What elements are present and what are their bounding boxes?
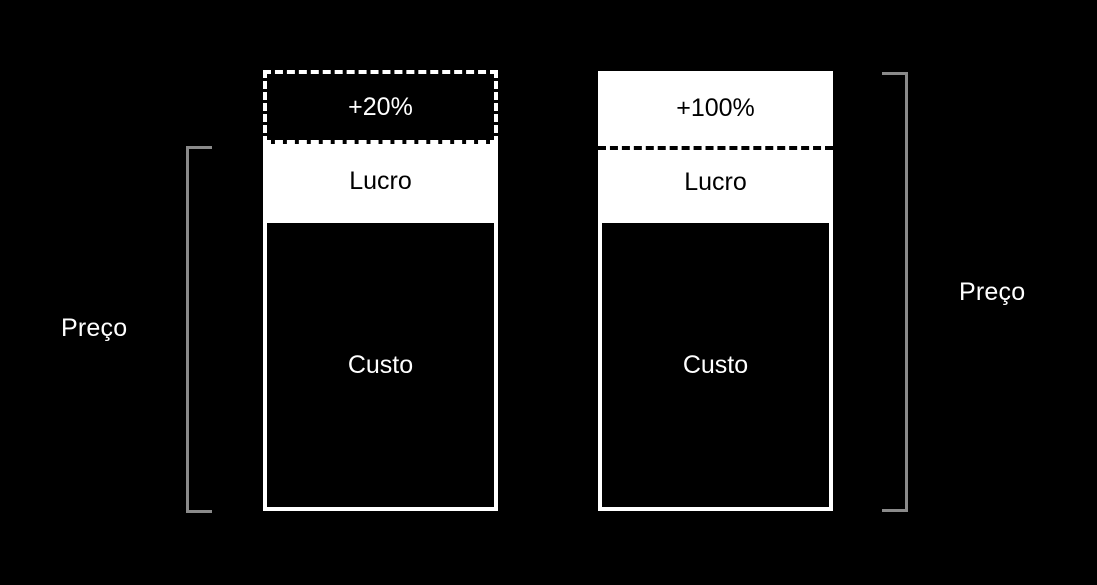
cost-label-right: Custo: [682, 350, 749, 379]
profit-segment-left: Lucro: [263, 144, 498, 219]
uplift-box-left: +20%: [263, 70, 498, 144]
uplift-area-right: +100%: [598, 71, 833, 146]
profit-uplift-block-right: +100% Lucro: [598, 71, 833, 219]
bar-scenario-2: +100% Lucro Custo: [596, 69, 835, 513]
uplift-divider-right: [598, 146, 833, 150]
profit-label-right: Lucro: [684, 168, 747, 196]
price-bracket-left: [186, 146, 212, 513]
cost-label-left: Custo: [347, 350, 414, 379]
uplift-label-right: +100%: [676, 94, 755, 122]
bar-scenario-1: +20% Lucro Custo: [261, 68, 500, 513]
profit-label-left: Lucro: [349, 167, 412, 195]
uplift-label-left: +20%: [348, 92, 413, 121]
price-bracket-right: [882, 72, 908, 512]
price-label-left: Preço: [61, 314, 128, 342]
cost-segment-left: Custo: [263, 219, 498, 511]
profit-area-right: Lucro: [598, 146, 833, 219]
price-label-right: Preço: [959, 278, 1026, 306]
cost-segment-right: Custo: [598, 219, 833, 511]
